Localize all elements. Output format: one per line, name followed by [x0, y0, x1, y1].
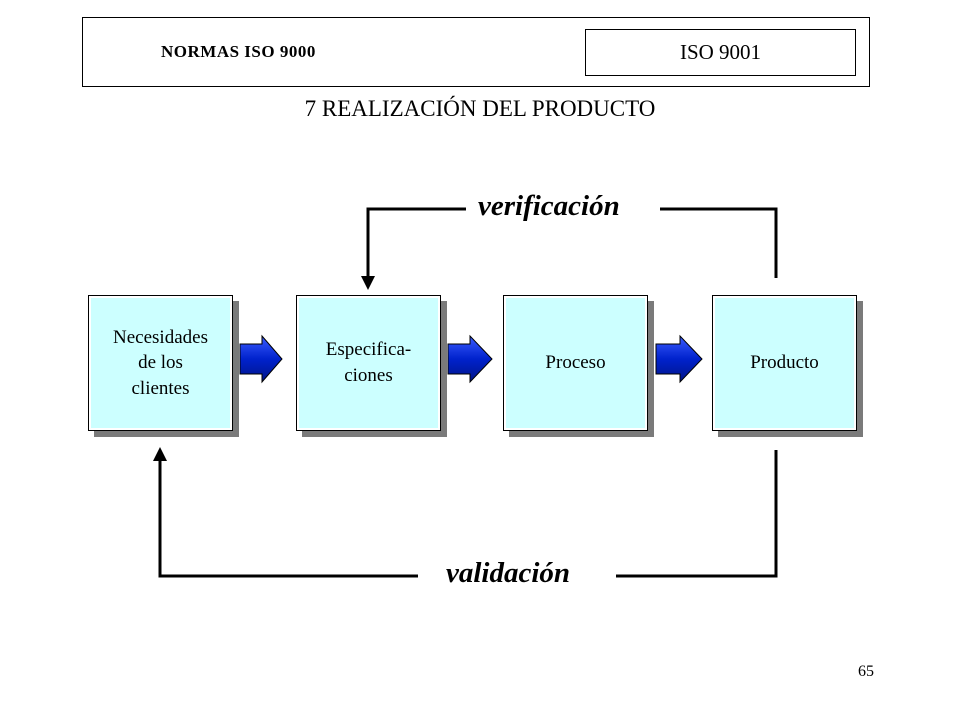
step-process: Proceso: [503, 295, 654, 437]
verification-arrowhead: [361, 276, 375, 290]
step-label: Especifica- ciones: [296, 295, 441, 431]
step-label: Proceso: [503, 295, 648, 431]
step-label: Necesidades de los clientes: [88, 295, 233, 431]
page-number: 65: [858, 663, 874, 680]
validation-loop-line: [158, 450, 778, 578]
flow-arrow: [655, 334, 703, 384]
step-label: Producto: [712, 295, 857, 431]
validation-arrowhead: [153, 447, 167, 461]
flow-arrow: [239, 334, 283, 384]
header-left-title: NORMAS ISO 9000: [161, 42, 316, 61]
section-title: 7 REALIZACIÓN DEL PRODUCTO: [304, 96, 656, 121]
step-product: Producto: [712, 295, 863, 437]
verification-loop-line: [366, 207, 778, 278]
header-box: NORMAS ISO 9000 ISO 9001: [82, 17, 870, 87]
step-specifications: Especifica- ciones: [296, 295, 447, 437]
verification-label: verificación: [470, 190, 628, 223]
flow-arrow: [447, 334, 493, 384]
step-customer-needs: Necesidades de los clientes: [88, 295, 239, 437]
validation-label: validación: [438, 557, 579, 590]
header-right-title: ISO 9001: [585, 29, 856, 76]
